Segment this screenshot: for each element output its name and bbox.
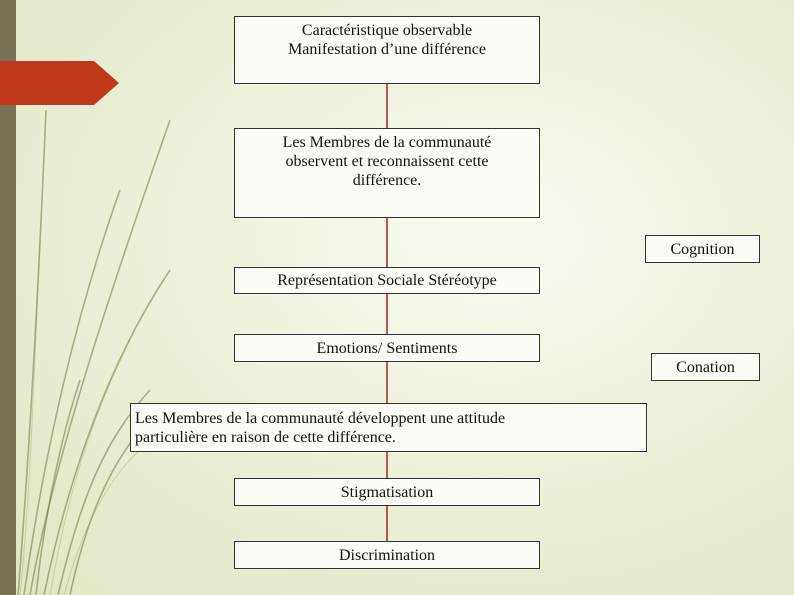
step-discrimination-box: Discrimination [234, 541, 540, 569]
conation-label: Conation [676, 358, 735, 376]
step-membres-attitude-text: Les Membres de la communauté développent… [135, 409, 506, 446]
step-stigmatisation-text: Stigmatisation [340, 483, 434, 501]
step-stigmatisation-box: Stigmatisation [234, 478, 540, 506]
step-caracteristique-box: Caractéristique observable Manifestation… [234, 16, 540, 84]
cognition-label: Cognition [670, 240, 735, 258]
conation-label-box: Conation [651, 353, 760, 381]
step-discrimination-text: Discrimination [339, 546, 435, 564]
step-membres-attitude-box: Les Membres de la communauté développent… [130, 403, 647, 452]
step-membres-observent-text: Les Membres de la communauté observent e… [282, 134, 492, 189]
step-caracteristique-text: Caractéristique observable Manifestation… [288, 22, 486, 58]
left-accent-bar [0, 0, 16, 595]
step-emotions-text: Emotions/ Sentiments [316, 339, 458, 357]
step-membres-observent-box: Les Membres de la communauté observent e… [234, 128, 540, 218]
step-emotions-box: Emotions/ Sentiments [234, 334, 540, 362]
step-representation-text: Représentation Sociale Stéréotype [277, 272, 497, 289]
step-representation-box: Représentation Sociale Stéréotype [234, 267, 540, 294]
cognition-label-box: Cognition [645, 235, 760, 263]
